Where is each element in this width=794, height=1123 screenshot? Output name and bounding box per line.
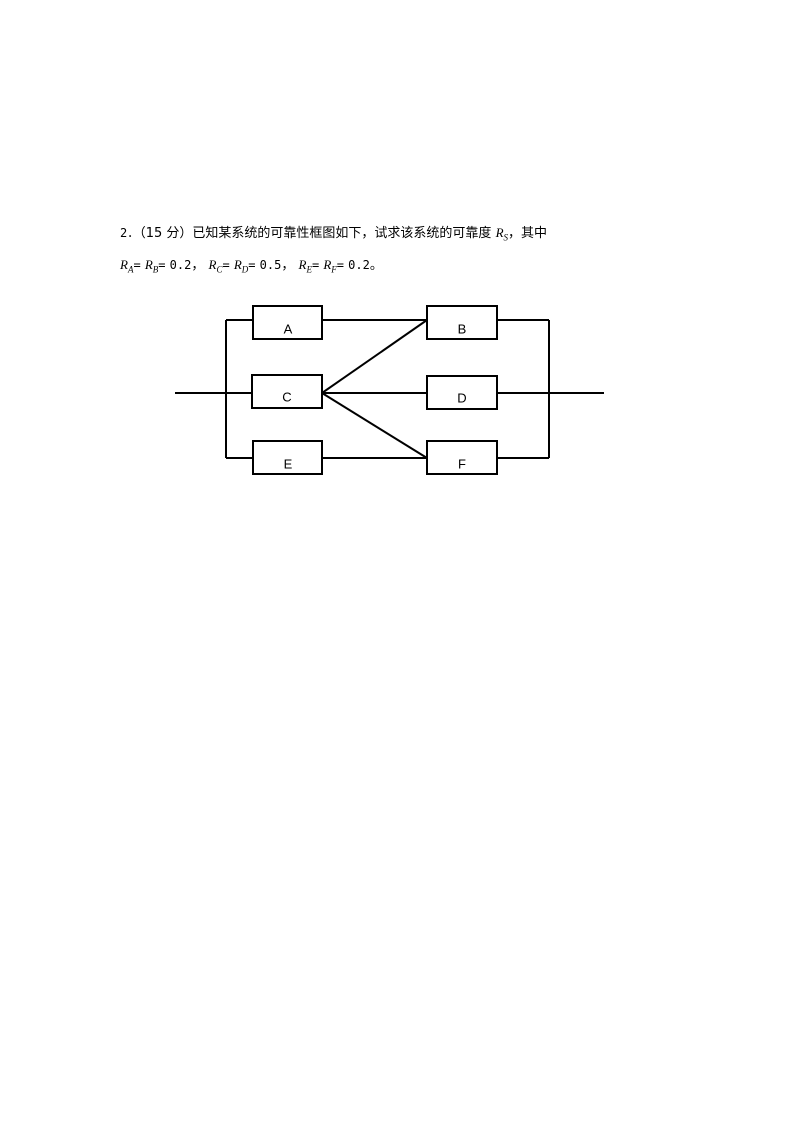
block-f-label: F: [458, 457, 466, 472]
var-rf: RF: [323, 257, 337, 275]
block-a: [252, 305, 323, 340]
block-a-label: A: [284, 322, 293, 337]
question-line: 2．（15 分）已知某系统的可靠性框图如下，试求该系统的可靠度 RS，其中: [120, 224, 547, 247]
block-f: [426, 440, 498, 475]
connection-lines: [175, 319, 604, 459]
block-b-label: B: [458, 322, 467, 337]
question-text: 已知某系统的可靠性框图如下，试求该系统的可靠度: [192, 226, 492, 241]
conditions-line: RA= RB= 0.2， RC= RD= 0.5， RE= RF= 0.2。: [120, 257, 383, 275]
block-e: [252, 440, 323, 475]
var-rc: RC: [208, 257, 223, 275]
block-b: [426, 305, 498, 340]
question-suffix: ，其中: [508, 226, 548, 241]
block-d: [426, 375, 498, 410]
target-variable: RS: [495, 225, 509, 243]
block-c: [251, 374, 323, 409]
var-rb: RB: [144, 257, 159, 275]
value-ef: 0.2: [348, 258, 370, 272]
var-ra: RA: [120, 257, 134, 275]
c-to-f: [321, 392, 428, 459]
var-re: RE: [298, 257, 312, 275]
c-to-b: [321, 319, 428, 394]
block-c-label: C: [282, 390, 291, 405]
value-ab: 0.2: [169, 258, 192, 272]
question-score: （15 分）: [139, 226, 193, 241]
question-number: 2．: [120, 226, 140, 240]
value-cd: 0.5: [259, 258, 282, 272]
block-d-label: D: [457, 391, 466, 406]
block-e-label: E: [284, 457, 293, 472]
var-rd: RD: [233, 257, 249, 275]
